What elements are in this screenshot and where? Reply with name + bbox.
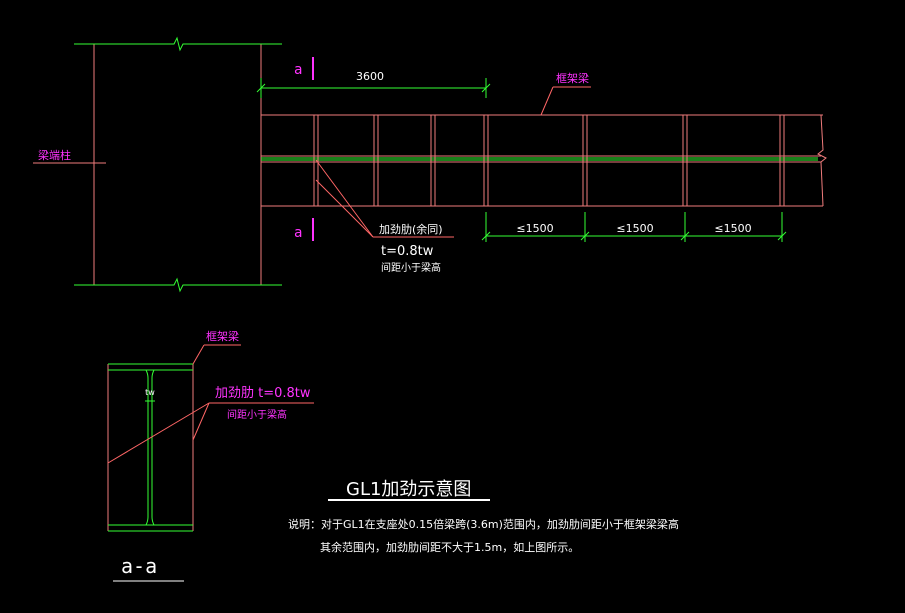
dimension-spacings: [481, 212, 787, 242]
stiffener-thickness-label: t=0.8tw: [381, 244, 434, 259]
dimension-spacing-2: ≤1500: [616, 222, 653, 235]
section-stiffener-label: 加劲肋 t=0.8tw: [215, 386, 311, 401]
column-break-lines: [74, 36, 282, 293]
frame-beam-top-text: 框架梁: [556, 71, 589, 85]
dimension-spacing-3: ≤1500: [714, 222, 751, 235]
section-spacing-note: 间距小于梁高: [227, 408, 287, 421]
dimension-spacing-1: ≤1500: [516, 222, 553, 235]
column-label: 梁端柱: [38, 148, 71, 162]
section-title: a-a: [121, 554, 157, 578]
tw-label: tw: [145, 388, 155, 397]
spacing-note-label: 间距小于梁高: [381, 261, 441, 274]
column: [93, 44, 262, 285]
stiffener-same-label: 加劲肋(余同): [379, 222, 443, 236]
stiffener-leader: [315, 159, 454, 238]
drawing-note-line1: 说明：对于GL1在支座处0.15倍梁跨(3.6m)范围内，加劲肋间距小于框架梁梁…: [288, 517, 679, 531]
column-label-group: 梁端柱: [33, 148, 106, 164]
section-stiffener-leader: [107, 402, 314, 464]
section-tw-mark: tw: [145, 388, 155, 402]
beam-elevation: [261, 114, 827, 207]
beam-web-thickness: [261, 157, 818, 161]
section-outline: [107, 364, 194, 531]
frame-beam-label-top: 框架梁: [540, 71, 591, 116]
drawing-note-line2: 其余范围内，加劲肋间距不大于1.5m，如上图所示。: [320, 540, 579, 554]
drawing-title: GL1加劲示意图: [346, 479, 471, 500]
section-mark-bottom: a: [294, 218, 314, 241]
frame-beam-label-section: 框架梁: [192, 329, 241, 365]
stiffeners: [313, 115, 785, 206]
section-mark-top: a: [294, 57, 314, 80]
section-i-beam: [108, 363, 193, 532]
frame-beam-section-text: 框架梁: [206, 329, 239, 343]
dimension-span-label: 3600: [356, 70, 384, 83]
section-mark-bottom-letter: a: [294, 225, 302, 241]
dimension-span: [256, 78, 491, 98]
section-mark-top-letter: a: [294, 62, 302, 78]
